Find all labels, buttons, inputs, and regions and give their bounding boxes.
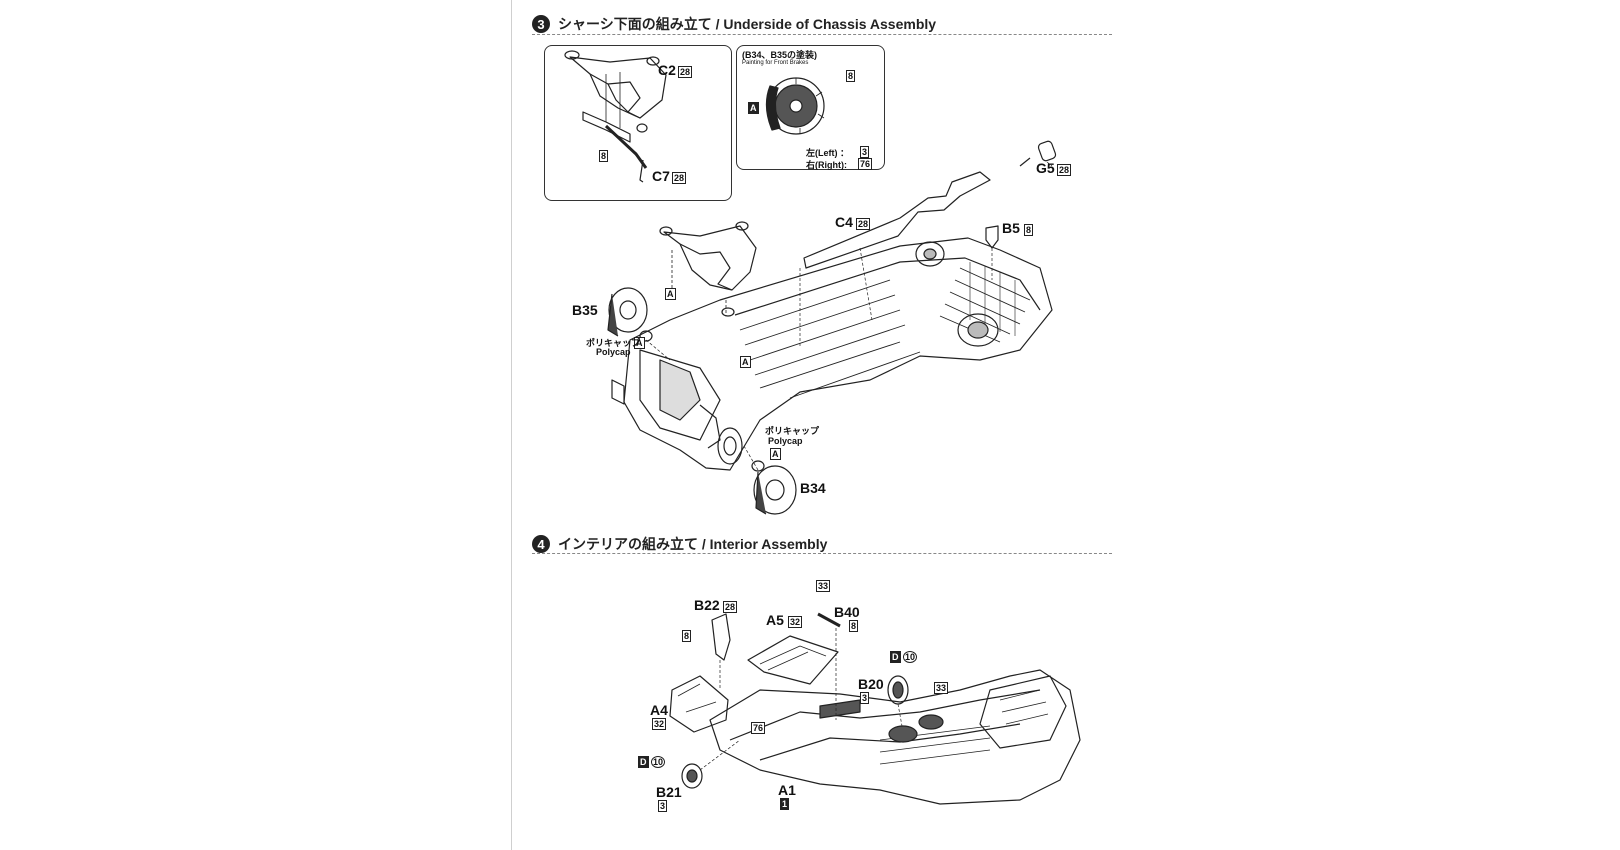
part-b22 (711, 613, 731, 690)
label-c2-code: 28 (678, 66, 693, 78)
brake-right-code: 76 (858, 158, 873, 170)
label-g5: G5 (1036, 160, 1055, 176)
label-b40: B40 (834, 604, 860, 620)
a-badge-1: A (665, 288, 676, 300)
polycap-jp-2: ポリキャップ (765, 426, 820, 436)
step4-title: インテリアの組み立て / Interior Assembly (558, 536, 828, 552)
brake-inset-subtitle: Painting for Front Brakes (742, 60, 809, 66)
brake-left-code: 3 (860, 146, 870, 158)
leader-lines (645, 161, 1053, 471)
inset-arm-illustration (564, 50, 667, 183)
label-a4-code: 32 (652, 718, 667, 730)
polycap-en-2: Polycap (768, 436, 803, 446)
polycap-en-1: Polycap (596, 347, 631, 357)
d-tag-2: D (638, 756, 649, 768)
label-b34: B34 (800, 480, 826, 496)
d-tag-1-num: 10 (903, 651, 918, 663)
color-code-a: A (748, 102, 759, 114)
color-code-8: 8 (846, 70, 856, 82)
page-edge-line (511, 0, 512, 850)
d-tag-2-num: 10 (651, 756, 666, 768)
label-b20: B20 (858, 676, 884, 692)
label-c7-code: 28 (672, 172, 687, 184)
polycap-jp-1: ポリキャップ (586, 338, 641, 348)
label-a1-code: 1 (780, 798, 790, 810)
label-b40-code: 8 (849, 620, 859, 632)
front-arm (659, 221, 757, 317)
brake-right-label: 右(Right): (806, 160, 847, 170)
a-badge-4: A (770, 448, 781, 460)
label-c4: C4 (835, 214, 853, 230)
seat-a4 (669, 675, 729, 733)
arm-assembly-inset (544, 45, 732, 201)
label-76: 76 (751, 722, 766, 734)
label-b22: B22 (694, 597, 720, 613)
label-b5: B5 (1002, 220, 1020, 236)
label-8-b22: 8 (682, 630, 692, 642)
step4-header: 4 インテリアの組み立て / Interior Assembly (532, 532, 827, 556)
label-b35: B35 (572, 302, 598, 318)
label-g5-code: 28 (1057, 164, 1072, 176)
step3-number-badge: 3 (532, 15, 550, 33)
part-b20 (887, 675, 909, 727)
step4-number-badge: 4 (532, 535, 550, 553)
brake-left-label: 左(Left) ： (806, 148, 849, 158)
exhaust-pipe (803, 140, 1057, 269)
label-8-inset: 8 (599, 150, 609, 162)
label-c7: C7 (652, 168, 670, 184)
brake-inset-title: (B34、B35の塗装) (742, 50, 818, 60)
interior-tub (709, 669, 1081, 805)
b5-bracket (985, 225, 999, 249)
step3-title: シャーシ下面の組み立て / Underside of Chassis Assem… (558, 16, 937, 32)
label-a5: A5 (766, 612, 784, 628)
step4-divider (532, 553, 1112, 554)
a-badge-3: A (634, 337, 645, 349)
step3-divider (532, 34, 1112, 35)
inset-brake-illustration (765, 77, 825, 135)
seat-a5 (747, 635, 839, 685)
label-b5-code: 8 (1024, 224, 1034, 236)
d-tag-1: D (890, 651, 901, 663)
label-b22-code: 28 (723, 601, 738, 613)
label-33: 33 (934, 682, 949, 694)
brake-b34 (751, 460, 797, 515)
label-c2: C2 (658, 62, 676, 78)
label-a4: A4 (650, 702, 668, 718)
part-b40 (817, 612, 841, 720)
label-b21: B21 (656, 784, 682, 800)
label-a5-code: 32 (788, 616, 803, 628)
label-b40-top-code: 33 (816, 580, 831, 592)
chassis-underside (611, 237, 1053, 471)
label-b21-code: 3 (658, 800, 668, 812)
label-c4-code: 28 (856, 218, 871, 230)
label-b20-code: 3 (860, 692, 870, 704)
a-badge-2: A (740, 356, 751, 368)
part-b21 (681, 739, 741, 789)
step3-header: 3 シャーシ下面の組み立て / Underside of Chassis Ass… (532, 12, 936, 36)
label-a1: A1 (778, 782, 796, 798)
brake-b35 (607, 287, 653, 342)
